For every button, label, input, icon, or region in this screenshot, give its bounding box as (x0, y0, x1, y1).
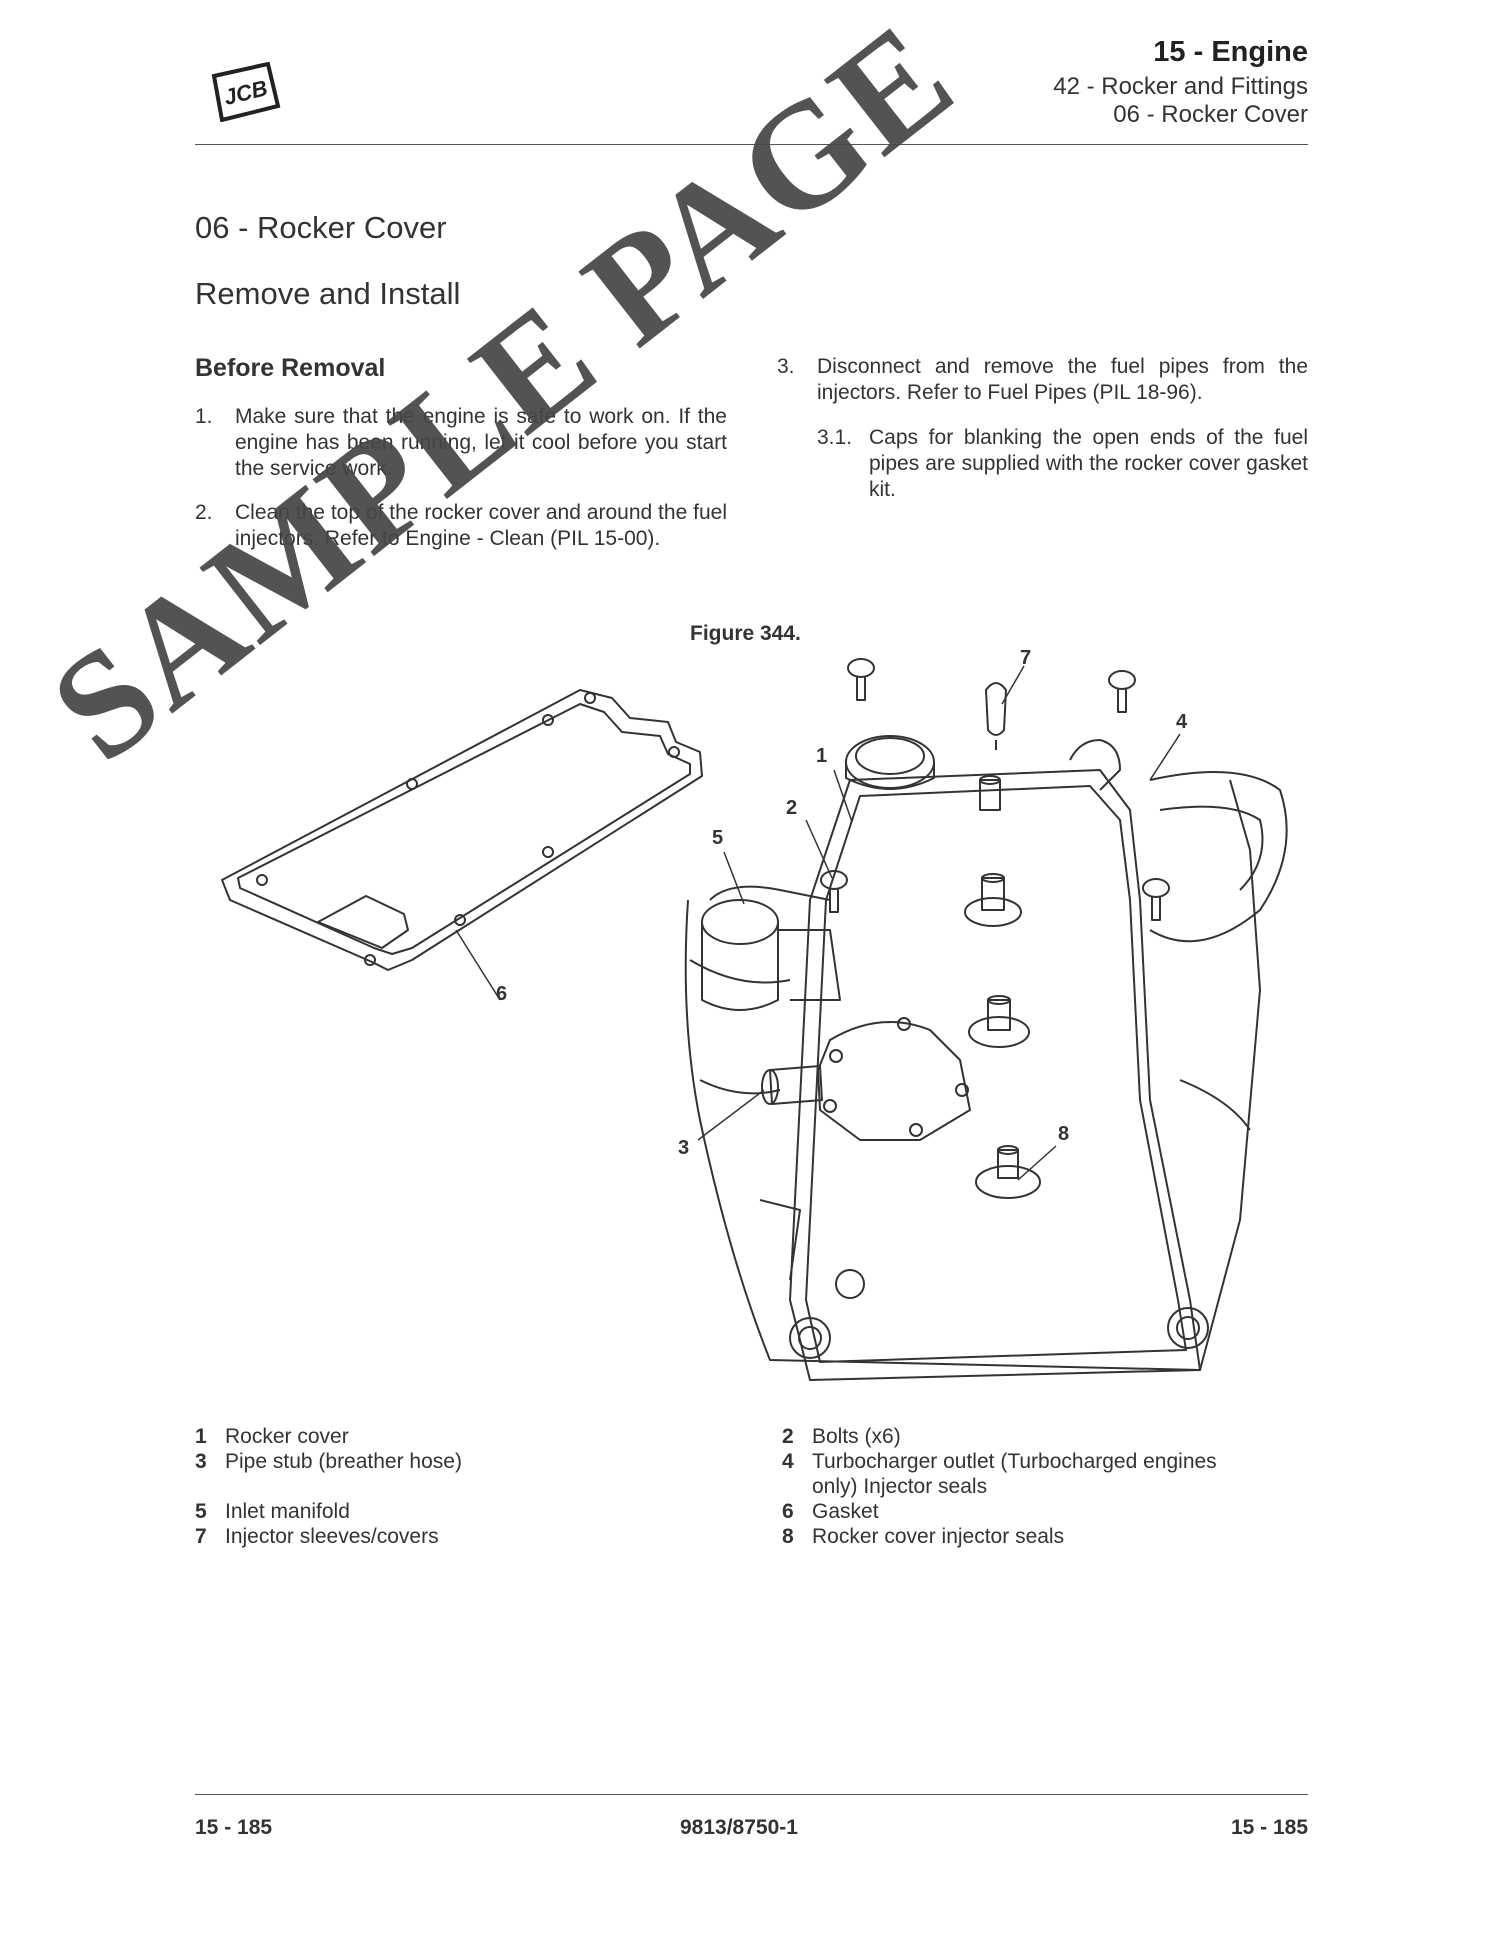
jcb-logo: JCB (211, 62, 281, 122)
legend-key: 5 (195, 1500, 207, 1523)
rocker-cover-drawing (761, 735, 1201, 1381)
injector-sleeve (985, 682, 1007, 750)
step-number: 3.1. (817, 426, 853, 449)
legend-item: 3 Pipe stub (breather hose) (195, 1449, 695, 1474)
step-number: 3. (777, 355, 795, 378)
legend-item: 6 Gasket (782, 1499, 1282, 1524)
engine-background (684, 771, 1288, 1371)
legend-key: 4 (782, 1450, 794, 1473)
legend-key: 3 (195, 1450, 207, 1473)
page-title: 06 - Rocker Cover (195, 210, 447, 245)
legend-label: Bolts (x6) (812, 1425, 901, 1448)
callout-4: 4 (1176, 711, 1188, 733)
step-2: 2. Clean the top of the rocker cover and… (195, 500, 727, 580)
callout-1: 1 (816, 745, 827, 767)
header-divider (195, 144, 1308, 145)
legend-label: Pipe stub (breather hose) (225, 1450, 462, 1473)
section-title: 42 - Rocker and Fittings (1053, 73, 1308, 101)
bolt (1142, 878, 1170, 921)
legend-key: 2 (782, 1425, 794, 1448)
subsection-title: 06 - Rocker Cover (1113, 100, 1308, 128)
legend-label: Injector sleeves/covers (225, 1525, 439, 1548)
chapter-title: 15 - Engine (1153, 36, 1308, 68)
step-text: Disconnect and remove the fuel pipes fro… (817, 355, 1308, 404)
injector-post (979, 775, 1001, 811)
legend-item: 7 Injector sleeves/covers (195, 1524, 695, 1549)
step-1: 1. Make sure that the engine is safe to … (195, 404, 727, 484)
page-header: 15 - Engine 42 - Rocker and Fittings 06 … (1053, 36, 1308, 129)
step-text: Make sure that the engine is safe to wor… (235, 405, 727, 480)
legend-key: 8 (782, 1525, 794, 1548)
callout-6: 6 (496, 983, 507, 1005)
legend-item: 5 Inlet manifold (195, 1499, 695, 1524)
step-3-1: 3.1. Caps for blanking the open ends of … (817, 425, 1308, 505)
bolt (1167, 1307, 1209, 1349)
footer-page-left: 15 - 185 (195, 1816, 273, 1839)
legend-item: 2 Bolts (x6) (782, 1424, 1282, 1449)
legend-label: Rocker cover (225, 1425, 349, 1448)
callout-5: 5 (712, 827, 723, 849)
callout-7: 7 (1020, 647, 1031, 669)
legend-key: 6 (782, 1500, 794, 1523)
gasket-drawing (221, 689, 703, 971)
injector-post (964, 873, 1022, 927)
callout-leaders (455, 665, 1181, 1181)
legend-item: 4 Turbocharger outlet (Turbocharged engi… (782, 1449, 1282, 1499)
legend-label: Gasket (812, 1500, 879, 1523)
step-text: Clean the top of the rocker cover and ar… (235, 501, 727, 550)
footer-page-right: 15 - 185 (1230, 1816, 1308, 1839)
footer-doc-number: 9813/8750-1 (680, 1816, 798, 1839)
bolt (820, 870, 848, 913)
legend-item: 1 Rocker cover (195, 1424, 695, 1449)
legend-label: Rocker cover injector seals (812, 1525, 1065, 1548)
step-number: 1. (195, 405, 213, 428)
figure-caption: Figure 344. (690, 622, 801, 645)
callout-2: 2 (786, 797, 797, 819)
callout-3: 3 (678, 1137, 689, 1159)
step-text: Caps for blanking the open ends of the f… (869, 426, 1308, 501)
step-number: 2. (195, 501, 213, 524)
legend-key: 7 (195, 1525, 207, 1548)
injector-post (975, 1145, 1041, 1199)
legend-item: 8 Rocker cover injector seals (782, 1524, 1282, 1549)
legend-label: Inlet manifold (225, 1500, 350, 1523)
step-3: 3. Disconnect and remove the fuel pipes … (777, 354, 1308, 408)
legend-key: 1 (195, 1425, 207, 1448)
footer-divider (195, 1794, 1308, 1795)
injector-post (968, 995, 1030, 1048)
legend-label: Turbocharger outlet (Turbocharged engine… (812, 1450, 1217, 1498)
page-subtitle: Remove and Install (195, 276, 461, 311)
inlet-manifold-drawing (701, 899, 841, 1011)
bolt (789, 1317, 831, 1359)
bolt (847, 658, 875, 701)
before-removal-heading: Before Removal (195, 354, 386, 382)
callout-8: 8 (1058, 1123, 1069, 1145)
bolt (1108, 670, 1136, 713)
